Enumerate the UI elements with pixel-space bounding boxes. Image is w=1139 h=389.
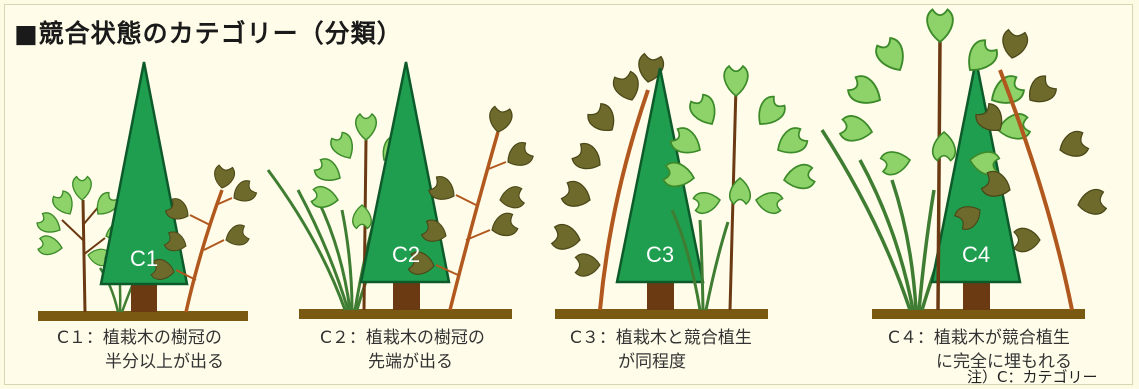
shrub-light [661, 65, 817, 311]
shrub-dark [149, 163, 259, 313]
panel-tag: C4 [962, 242, 990, 267]
caption-c2: C２：植栽木の樹冠の 先端が出る [320, 326, 485, 374]
tree-crown [359, 61, 451, 284]
shrub-light [838, 8, 1032, 311]
page-title: ■競合状態のカテゴリー（分類） [14, 19, 403, 48]
panel-c2: C2 [266, 61, 536, 319]
tree-crown [99, 61, 189, 286]
panel-tag: C2 [392, 242, 420, 267]
shrub-dark [952, 28, 1108, 311]
ground [38, 311, 248, 321]
shrub-light [34, 175, 132, 313]
panel-c3: C3 [550, 52, 817, 319]
panel-tag: C1 [130, 246, 158, 271]
caption-line: 先端が出る [368, 352, 453, 372]
caption-c3: C３：植栽木と競合植生 が同程度 [570, 326, 752, 374]
tree-crown [930, 59, 1022, 284]
trunk [647, 280, 674, 310]
caption-line: に完全に埋もれる [936, 352, 1072, 372]
trunk [131, 282, 157, 312]
caption-line: C２：植栽木の樹冠の [320, 328, 485, 348]
ground [872, 309, 1085, 319]
caption-c4: C４：植栽木が競合植生 に完全に埋もれる [888, 326, 1072, 374]
panel-c4: C4 [820, 8, 1108, 319]
trunk [963, 280, 990, 310]
caption-line: C１：植栽木の樹冠の [57, 328, 222, 348]
trunk [393, 280, 420, 310]
caption-line: C４：植栽木が競合植生 [888, 328, 1070, 348]
ground [555, 309, 768, 319]
ground [299, 309, 512, 319]
caption-line: 半分以上が出る [105, 352, 224, 372]
footnote: 注）C：カテゴリー [967, 368, 1098, 386]
shrub-dark [550, 52, 666, 311]
shrub-dark [407, 105, 536, 311]
panel-tag: C3 [646, 242, 674, 267]
caption-c1: C１：植栽木の樹冠の 半分以上が出る [57, 326, 224, 374]
caption-line: が同程度 [618, 352, 686, 372]
grass [670, 209, 730, 311]
panel-c1: C1 [34, 61, 259, 321]
caption-line: C３：植栽木と競合植生 [570, 328, 752, 348]
